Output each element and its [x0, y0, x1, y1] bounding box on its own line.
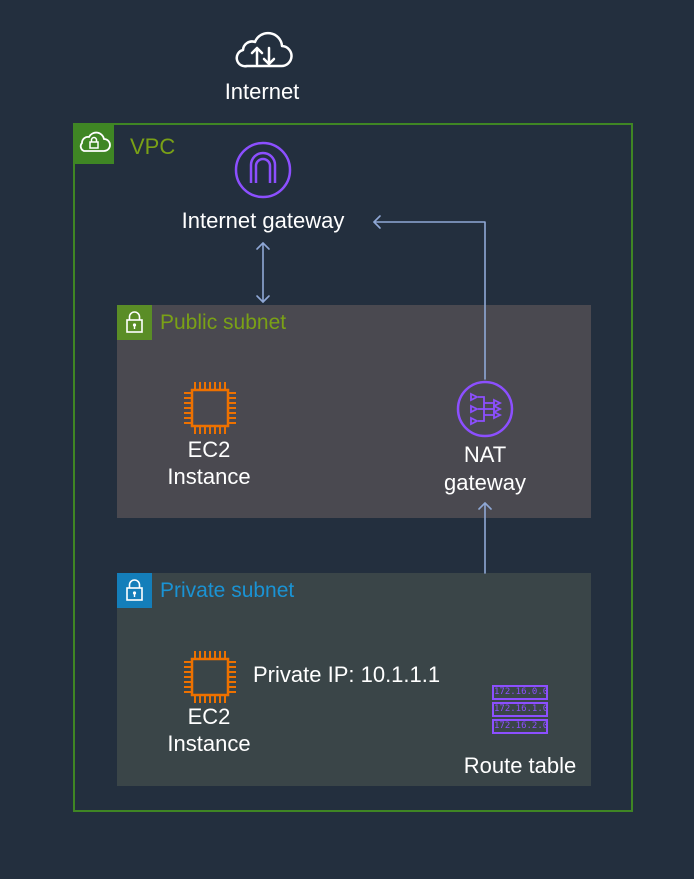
- public-subnet-label: Public subnet: [160, 311, 287, 334]
- nat-gateway-label-line1: NAT: [463, 442, 507, 467]
- vpc-label: VPC: [130, 134, 176, 159]
- internet-label: Internet: [224, 79, 300, 104]
- public-ec2-label-line2: Instance: [167, 464, 251, 489]
- route-table-row: 172.16.0.0: [492, 685, 548, 700]
- cloud-lock-icon: [79, 131, 111, 152]
- private-ip-label: Private IP: 10.1.1.1: [253, 662, 441, 687]
- private-subnet-label: Private subnet: [160, 579, 295, 602]
- internet-gateway-label: Internet gateway: [181, 208, 345, 233]
- route-table-label: Route table: [463, 753, 577, 778]
- lock-icon: [126, 579, 143, 601]
- vpc-container: [73, 123, 633, 812]
- private-subnet-badge: [117, 573, 152, 608]
- nat-gateway-icon: [456, 380, 514, 438]
- nat-gateway-label-line2: gateway: [444, 470, 526, 495]
- private-subnet-container: [117, 573, 591, 786]
- ec2-instance-icon: [184, 651, 236, 703]
- ec2-instance-icon: [184, 382, 236, 434]
- internet-gateway-icon: [234, 141, 292, 199]
- private-ec2-label-line2: Instance: [167, 731, 251, 756]
- public-subnet-badge: [117, 305, 152, 340]
- route-table-icon: 172.16.0.0 172.16.1.0 172.16.2.0: [492, 685, 548, 734]
- route-table-row: 172.16.2.0: [492, 719, 548, 734]
- vpc-badge: [73, 123, 114, 164]
- lock-icon: [126, 311, 143, 333]
- private-ec2-label-line1: EC2: [187, 704, 231, 729]
- cloud-upload-download-icon: [235, 31, 293, 68]
- route-table-row: 172.16.1.0: [492, 702, 548, 717]
- public-ec2-label-line1: EC2: [187, 437, 231, 462]
